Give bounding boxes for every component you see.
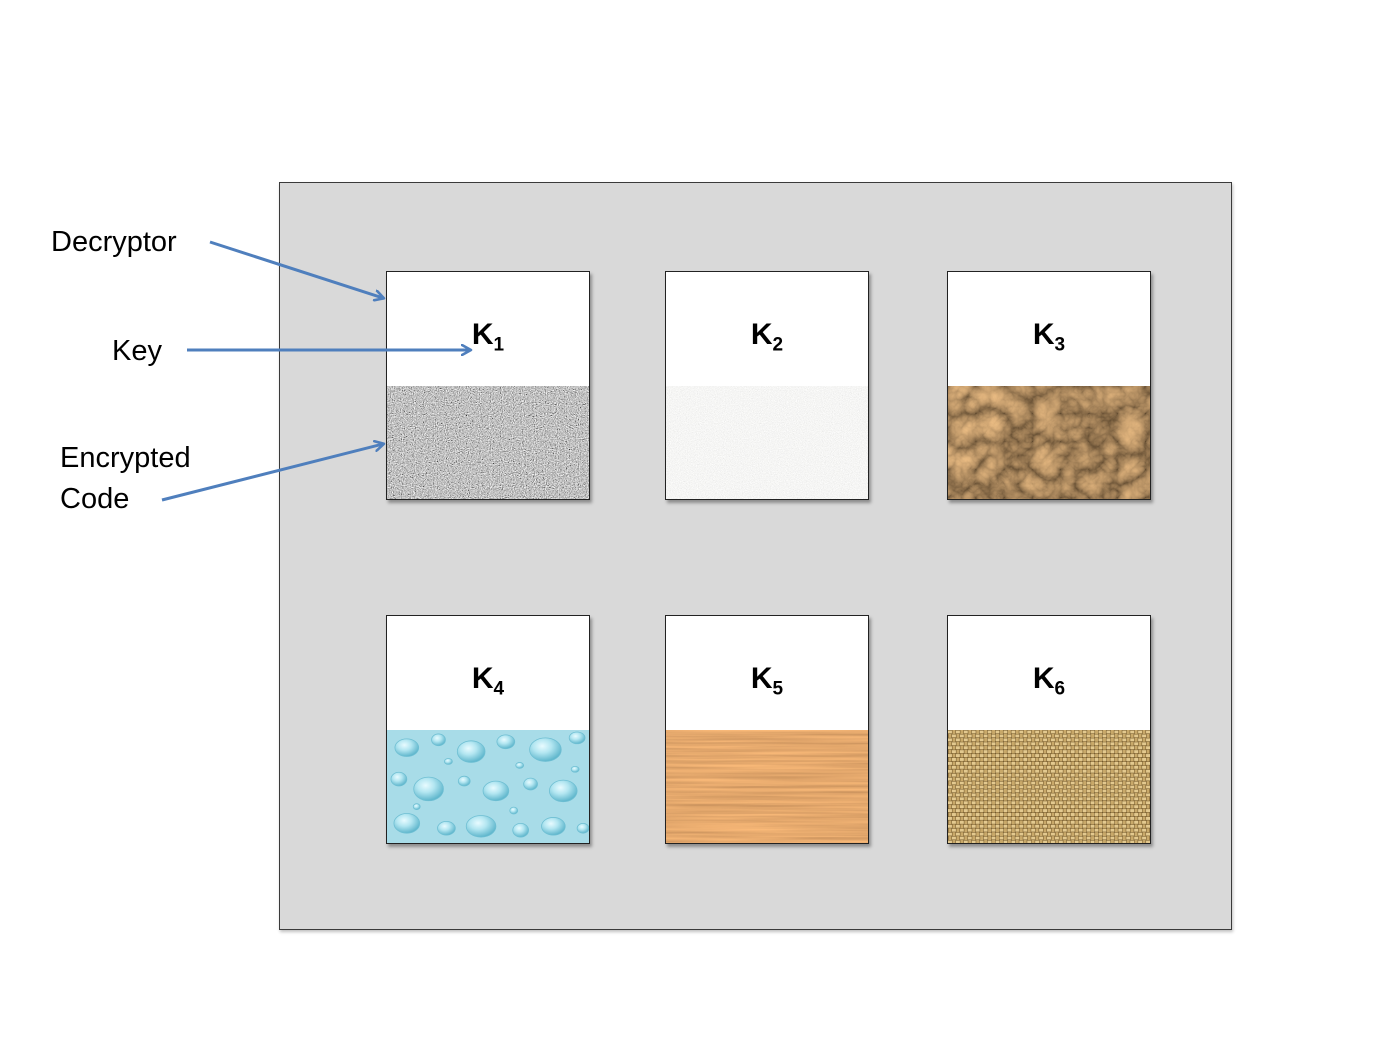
- key-box-k1: K1: [387, 272, 589, 387]
- white-granite-texture: [666, 386, 868, 499]
- key-box-k4: K4: [387, 616, 589, 731]
- encrypted-code-k2: [666, 386, 868, 499]
- decryptor-card-k3: K3: [947, 271, 1151, 500]
- key-label-k2: K2: [750, 317, 784, 356]
- burlap-weave-texture: [948, 730, 1150, 843]
- key-label: Key: [112, 335, 162, 367]
- oak-wood-texture: [666, 730, 868, 843]
- key-box-k5: K5: [666, 616, 868, 731]
- water-droplets-texture: [387, 730, 589, 843]
- key-label-k1: K1: [471, 317, 505, 356]
- key-label-k5: K5: [750, 661, 784, 700]
- key-box-k6: K6: [948, 616, 1150, 731]
- key-box-k3: K3: [948, 272, 1150, 387]
- decryptor-card-k4: K4: [386, 615, 590, 844]
- decryptor-card-k5: K5: [665, 615, 869, 844]
- decryptor-card-k6: K6: [947, 615, 1151, 844]
- key-label-k6: K6: [1032, 661, 1066, 700]
- decryptor-card-k1: K1: [386, 271, 590, 500]
- encrypted-code-k3: [948, 386, 1150, 499]
- encrypted-code-k4: [387, 730, 589, 843]
- encrypted-code-label: Encrypted Code: [60, 442, 191, 515]
- decryptor-label: Decryptor: [51, 226, 177, 258]
- encrypted-code-k5: [666, 730, 868, 843]
- key-label-k4: K4: [471, 661, 505, 700]
- brown-marble-texture: [948, 386, 1150, 499]
- encrypted-code-k1: [387, 386, 589, 499]
- key-label-k3: K3: [1032, 317, 1066, 356]
- grey-granite-texture: [387, 386, 589, 499]
- encrypted-code-k6: [948, 730, 1150, 843]
- key-box-k2: K2: [666, 272, 868, 387]
- decryptor-card-k2: K2: [665, 271, 869, 500]
